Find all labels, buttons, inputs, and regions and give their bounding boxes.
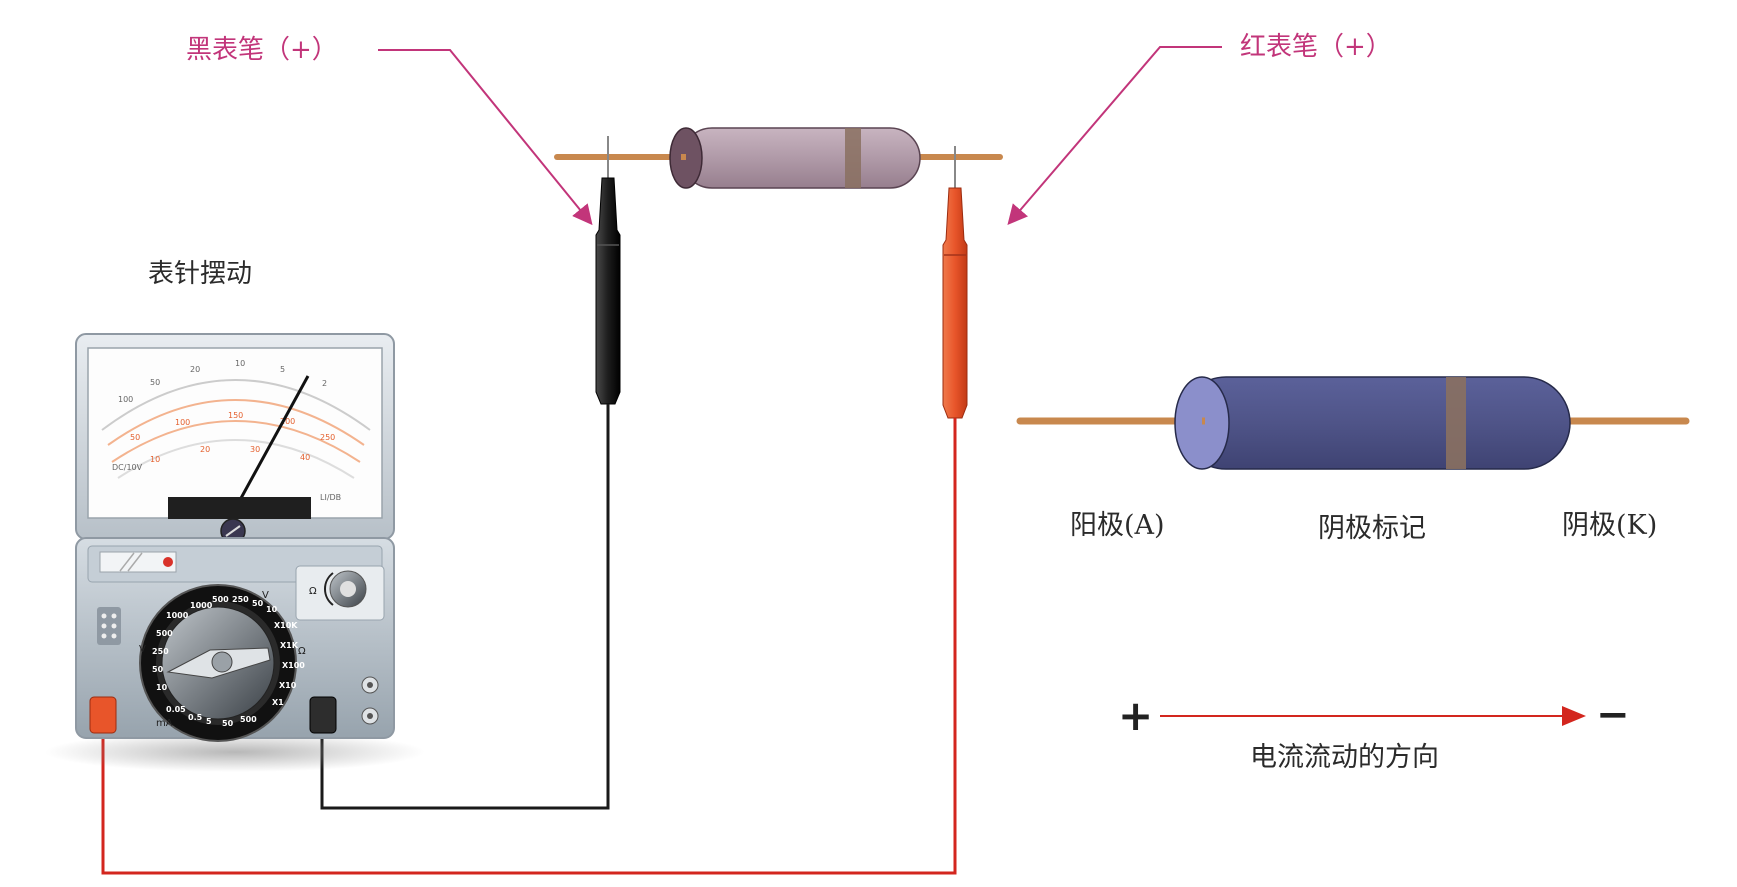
svg-text:20: 20 — [200, 445, 210, 454]
dial-v-left-50: 50 — [152, 665, 164, 674]
dial-ma-0-05: 0.05 — [166, 705, 186, 714]
dial-v-left-500: 500 — [156, 629, 173, 638]
dial-ohm-x1k: X1K — [280, 641, 299, 650]
black-probe-jack[interactable] — [309, 696, 337, 734]
svg-text:200: 200 — [280, 417, 295, 426]
meter-needle — [238, 375, 310, 501]
svg-text:LI/DB: LI/DB — [320, 493, 341, 502]
red-probe — [942, 146, 968, 419]
svg-text:10: 10 — [150, 455, 160, 464]
black-probe-pointer — [378, 49, 593, 226]
black-probe-label: 黑表笔（+） — [186, 35, 338, 65]
svg-text:40: 40 — [300, 453, 310, 462]
red-probe-jack[interactable] — [89, 696, 117, 734]
svg-text:20: 20 — [190, 365, 200, 374]
dial-v-left-10: 10 — [156, 683, 168, 692]
dial-ohm-x10: X10 — [279, 681, 297, 690]
dial-v-symbol-left: V — [139, 644, 146, 655]
dial-v-range-10: 10 — [266, 605, 278, 614]
svg-text:100: 100 — [175, 418, 190, 427]
diode-illustration — [1016, 376, 1690, 470]
dial-ohm-x10k: X10K — [274, 621, 298, 630]
black-probe — [595, 136, 621, 405]
anode-label: 阳极(A) — [1070, 510, 1165, 541]
needle-swing-label: 表针摆动 — [148, 259, 252, 289]
dial-ma-50: 50 — [222, 719, 234, 728]
svg-text:30: 30 — [250, 445, 260, 454]
test-diode-body — [681, 127, 921, 189]
test-diode-cathode-band — [845, 128, 861, 188]
dial-v-range-50: 50 — [252, 599, 264, 608]
svg-text:50: 50 — [150, 378, 160, 387]
dial-ma-5: 5 — [206, 717, 212, 726]
dial-v-range-1000: 1000 — [190, 601, 213, 610]
svg-text:DC/10V: DC/10V — [112, 463, 143, 472]
meter-needle-pivot-bar — [168, 497, 311, 519]
dial-v-symbol-right: V — [262, 590, 269, 601]
plus-sign: + — [1118, 691, 1153, 740]
svg-text:250: 250 — [320, 433, 335, 442]
svg-text:50: 50 — [130, 433, 140, 442]
minus-sign: − — [1596, 692, 1630, 738]
dial-ohm-x1: X1 — [272, 698, 284, 707]
dial-ohm-symbol: Ω — [298, 646, 306, 657]
cathode-label: 阴极(K) — [1562, 510, 1657, 541]
test-diode — [554, 127, 1003, 189]
red-probe-pointer — [1007, 46, 1222, 226]
svg-text:150: 150 — [228, 411, 243, 420]
meter-scale-window — [87, 347, 383, 519]
svg-text:10: 10 — [235, 359, 245, 368]
current-direction-label: 电流流动的方向 — [1250, 742, 1439, 773]
dial-ohm-x100: X100 — [282, 661, 305, 670]
dial-ma-symbol: mA — [156, 718, 173, 729]
dial-v-range-250: 250 — [232, 595, 249, 604]
svg-text:5: 5 — [280, 365, 285, 374]
dial-v-left-1000: 1000 — [166, 611, 189, 620]
svg-text:100: 100 — [118, 395, 133, 404]
red-wire — [101, 418, 957, 875]
diode-body — [1179, 376, 1571, 470]
svg-text:2: 2 — [322, 379, 327, 388]
red-probe-label: 红表笔（+） — [1240, 32, 1392, 62]
dial-ma-0-5: 0.5 — [188, 713, 203, 722]
range-selector-dial[interactable] — [139, 584, 297, 742]
multimeter: 100 50 20 10 5 2 50 100 150 200 250 10 2… — [45, 333, 425, 772]
dial-v-left-250: 250 — [152, 647, 169, 656]
cathode-mark-label: 阴极标记 — [1318, 513, 1426, 544]
indicator-led — [163, 557, 173, 567]
diode-cathode-band — [1446, 377, 1466, 469]
ohm-adjust-symbol: Ω — [309, 586, 317, 597]
dial-v-range-500: 500 — [212, 595, 229, 604]
dial-ma-500: 500 — [240, 715, 257, 724]
